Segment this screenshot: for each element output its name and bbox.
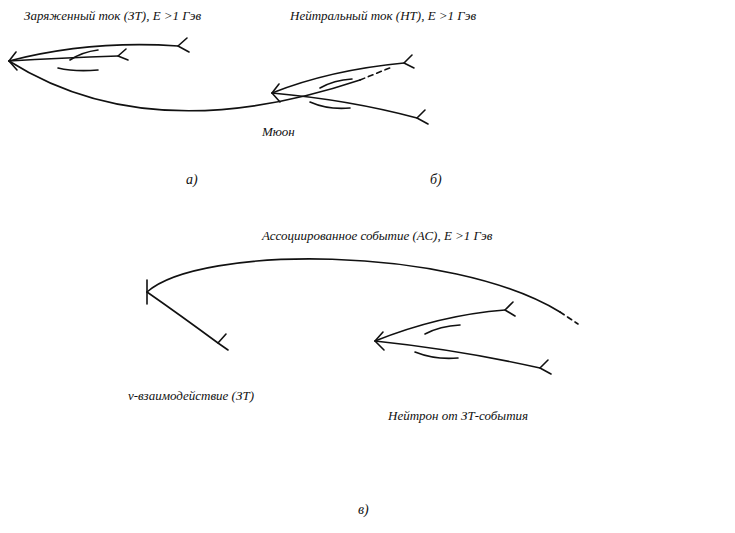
panel-label: в)	[358, 502, 369, 518]
hadron-track	[9, 45, 178, 61]
muon-track	[9, 61, 360, 111]
short-track	[310, 102, 350, 108]
track-label: Нейтрон от ЗТ-события	[388, 408, 528, 424]
muon-track	[147, 259, 560, 312]
associated-event	[147, 259, 578, 374]
hadron-track	[147, 292, 218, 343]
track-fork	[218, 334, 228, 350]
hadron-track	[272, 63, 404, 93]
neutral-current-event	[272, 55, 428, 124]
short-track	[58, 68, 98, 71]
hadron-track	[9, 56, 118, 61]
panel-label: б)	[430, 172, 442, 188]
panel-label: а)	[186, 172, 198, 188]
track-fork	[404, 55, 414, 68]
event-title: Нейтральный ток (НТ), E >1 Гэв	[290, 8, 476, 24]
short-track	[425, 325, 460, 334]
short-track	[70, 50, 98, 60]
event-title: Ассоциированное событие (АС), E >1 Гэв	[262, 228, 492, 244]
hadron-track	[375, 341, 540, 368]
track-fork	[505, 302, 515, 316]
particle-label: Мюон	[262, 124, 295, 140]
short-track	[320, 79, 352, 88]
event-title: Заряженный ток (ЗТ), E >1 Гэв	[24, 8, 201, 24]
hadron-track	[272, 93, 417, 118]
track-label: ν-взаимодействие (ЗТ)	[128, 388, 254, 404]
hadron-track	[375, 310, 505, 341]
track-fork	[540, 360, 551, 374]
short-track	[415, 352, 458, 358]
track-fork	[178, 38, 189, 52]
track-fork	[118, 49, 128, 60]
track-fork	[417, 110, 428, 124]
muon-track-continuation	[560, 312, 578, 324]
muon-track-continuation	[360, 67, 392, 80]
